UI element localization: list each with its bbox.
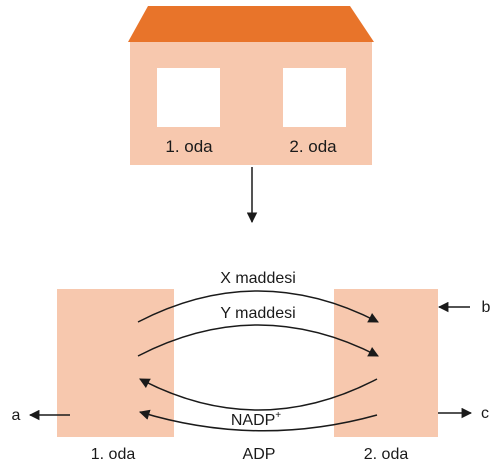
label-b: b (482, 299, 491, 316)
label-y-maddesi: Y maddesi (220, 305, 295, 322)
arrow-nadp (139, 378, 378, 411)
label-x-maddesi: X maddesi (220, 270, 296, 287)
label-adp: ADP (243, 446, 276, 463)
label-nadp-text: NADP (231, 412, 275, 429)
room1-block (57, 289, 174, 437)
arrow-x-maddesi (137, 290, 379, 323)
arrow-y-maddesi (137, 324, 379, 357)
room2-block (334, 289, 438, 437)
label-nadp-superscript: + (275, 410, 281, 421)
label-c: c (481, 405, 489, 422)
house-window-1 (157, 68, 220, 127)
house-room1-label: 1. oda (165, 137, 213, 156)
house-window-2 (283, 68, 346, 127)
arrow-adp (138, 409, 378, 432)
house-roof (128, 6, 374, 42)
house-room2-label: 2. oda (289, 137, 337, 156)
room1-label: 1. oda (91, 446, 136, 463)
house: 1. oda 2. oda (128, 6, 374, 165)
label-nadp: NADP+ (231, 410, 281, 429)
room2-label: 2. oda (364, 446, 409, 463)
label-a: a (12, 407, 21, 424)
